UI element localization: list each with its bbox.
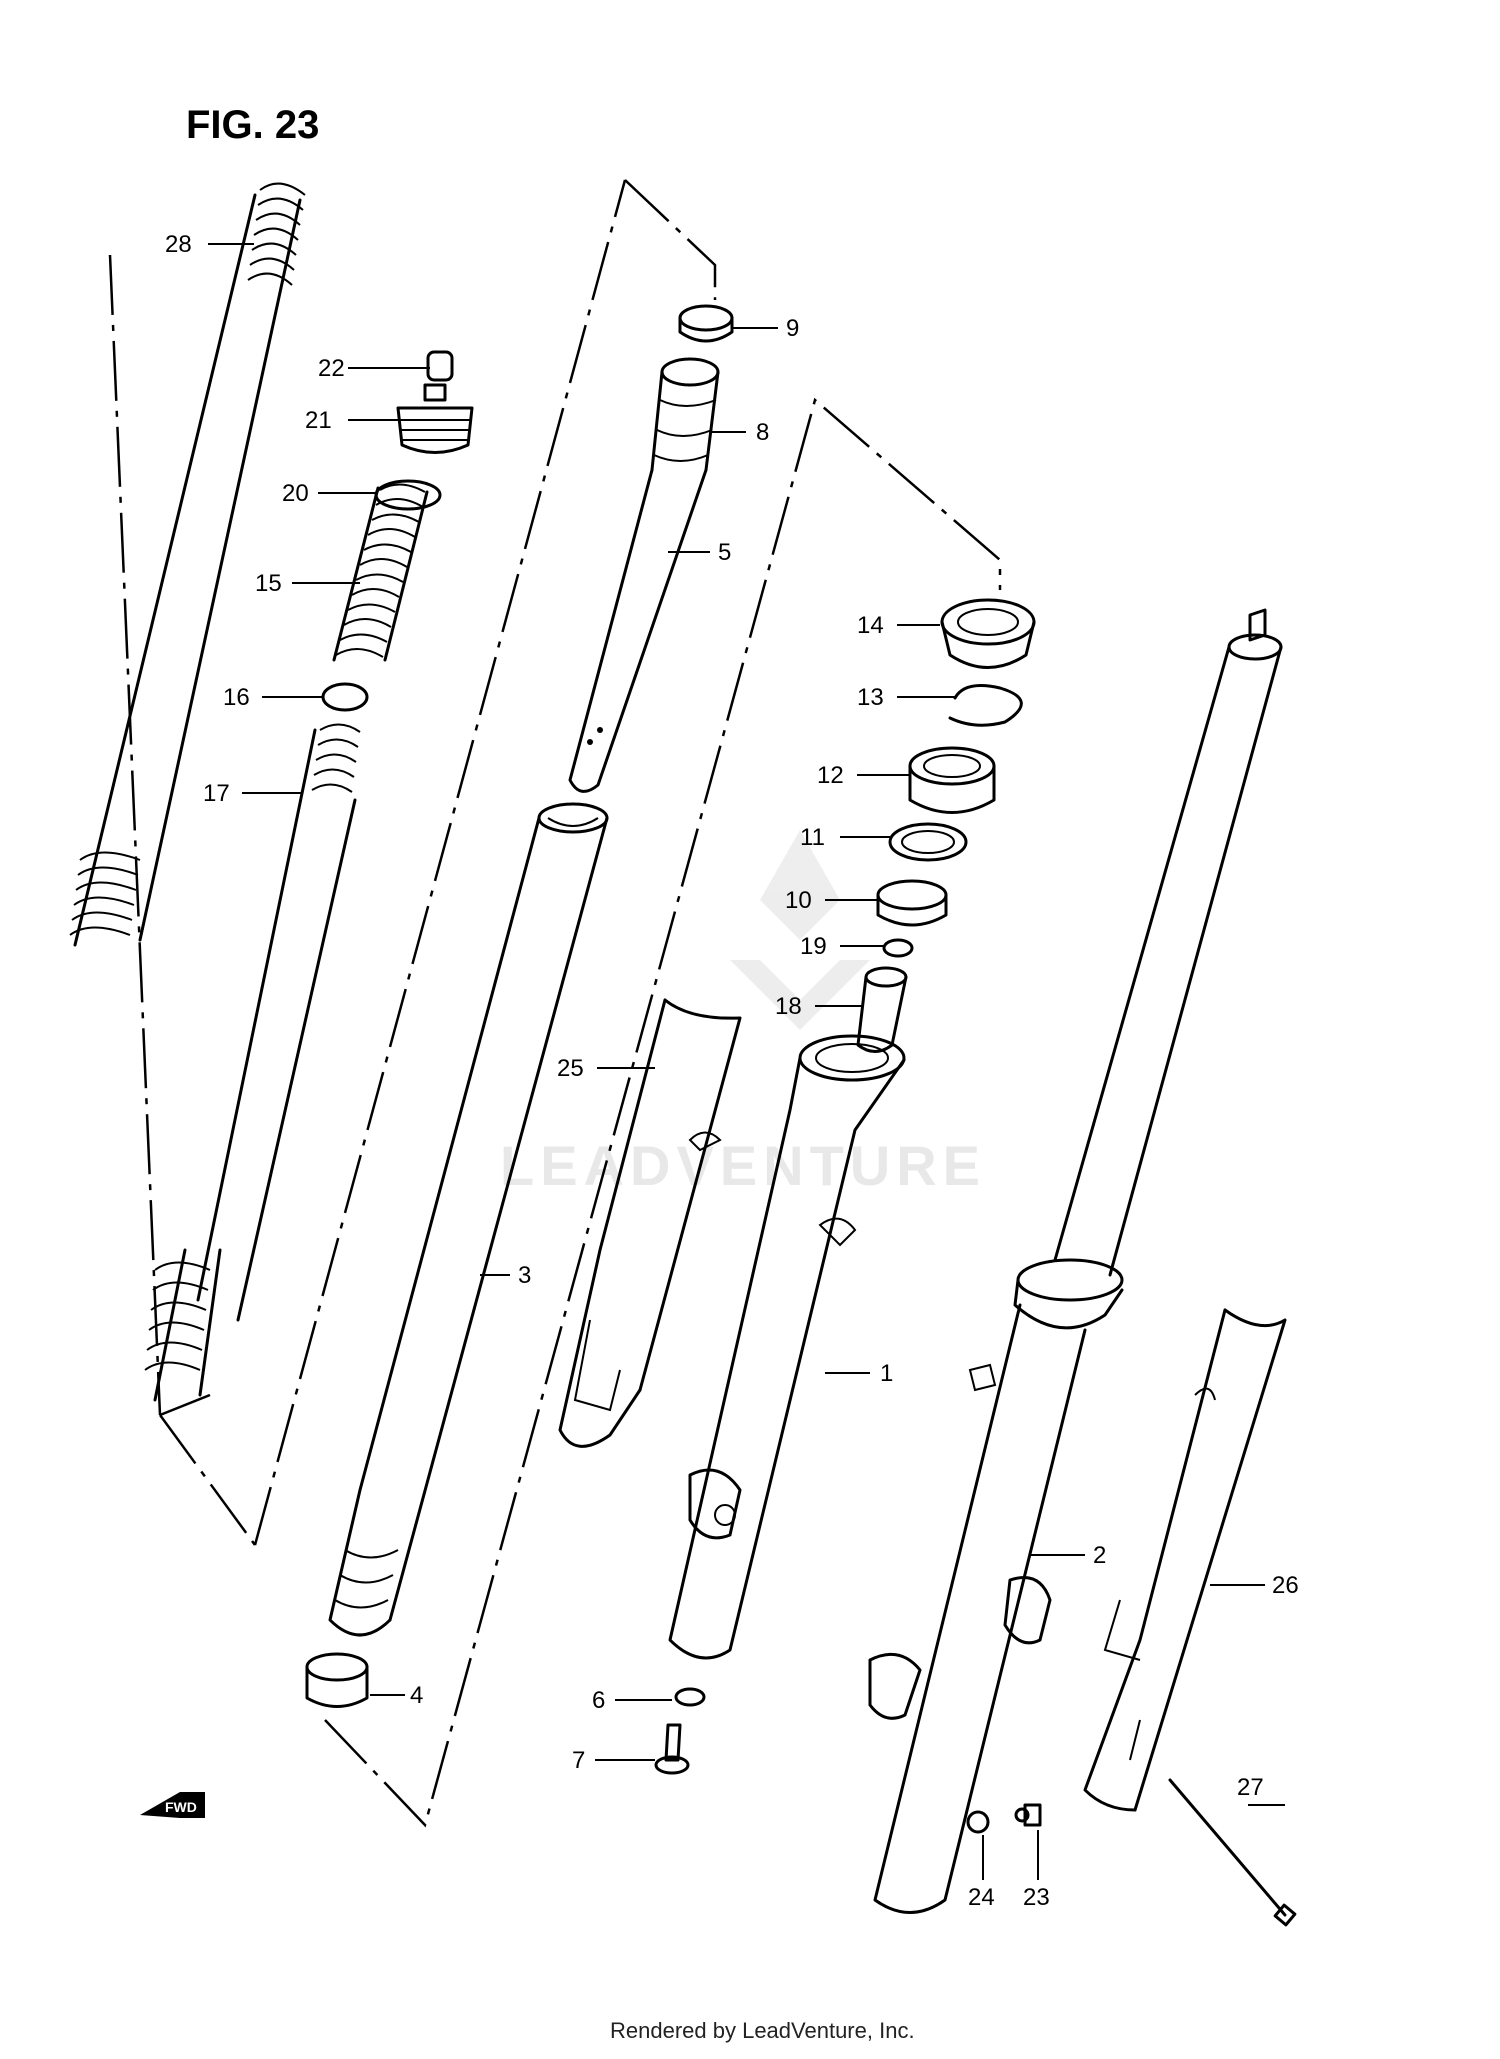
callout-9: 9: [786, 315, 799, 342]
callout-25: 25: [557, 1055, 584, 1082]
part-7-bolt: [654, 1723, 690, 1775]
fwd-badge-label: FWD: [165, 1799, 197, 1815]
callout-labels: 28 22 21 20 15 16 17 9 8 5 14 13 12 11 1…: [165, 231, 1299, 1911]
watermark: LEADVENTURE: [500, 830, 986, 1197]
callout-12: 12: [817, 762, 844, 789]
figure-title: FIG. 23: [186, 103, 319, 147]
part-16-washer: [321, 682, 369, 712]
callout-1: 1: [880, 1360, 893, 1387]
callout-24: 24: [968, 1884, 995, 1911]
callout-11: 11: [800, 824, 825, 851]
part-10-guide-bushing: [876, 879, 948, 927]
watermark-text: LEADVENTURE: [500, 1134, 986, 1197]
part-14-dust-seal: [940, 598, 1036, 669]
callout-15: 15: [255, 570, 282, 597]
part-21-top-bolt: [396, 383, 474, 454]
callout-6: 6: [592, 1687, 605, 1714]
part-5-damper-rod: [568, 468, 708, 793]
callout-21: 21: [305, 407, 332, 434]
callout-2: 2: [1093, 1542, 1106, 1569]
part-3-inner-tube: [328, 802, 609, 1637]
callout-16: 16: [223, 684, 250, 711]
part-23-bleed-screw: [1014, 1803, 1042, 1827]
part-26-fork-guard: [1083, 1308, 1287, 1812]
fwd-direction-badge: FWD: [140, 1792, 205, 1818]
part-11-washer: [888, 822, 968, 862]
callout-8: 8: [756, 419, 769, 446]
callout-5: 5: [718, 539, 731, 566]
callout-7: 7: [572, 1747, 585, 1774]
callout-3: 3: [518, 1262, 531, 1289]
part-25-fork-guard: [558, 998, 742, 1448]
part-28-long-spring: [69, 182, 306, 1402]
part-9-seal: [678, 304, 734, 343]
callout-10: 10: [785, 887, 812, 914]
callout-20: 20: [282, 480, 309, 507]
callout-13: 13: [857, 684, 884, 711]
part-6-washer: [674, 1687, 706, 1707]
part-27-cable-tie: [1168, 1778, 1297, 1927]
part-17-spring-spacer: [196, 723, 361, 1322]
callout-27: 27: [1237, 1774, 1264, 1801]
part-15-spring: [332, 483, 429, 662]
assembly-outline-lines: [108, 179, 1002, 1828]
part-12-oil-seal: [908, 746, 996, 814]
part-13-circlip: [948, 684, 1023, 727]
callout-26: 26: [1272, 1572, 1299, 1599]
callout-18: 18: [775, 993, 802, 1020]
callout-leaders: [208, 243, 1285, 1880]
callout-28: 28: [165, 231, 192, 258]
part-4-bushing: [305, 1652, 369, 1708]
part-19-o-ring: [882, 938, 914, 958]
callout-17: 17: [203, 780, 230, 807]
callout-14: 14: [857, 612, 884, 639]
part-24-washer: [966, 1810, 990, 1834]
callout-22: 22: [318, 355, 345, 382]
callout-4: 4: [410, 1682, 423, 1709]
footer-credit: Rendered by LeadVenture, Inc.: [610, 2018, 915, 2043]
callout-23: 23: [1023, 1884, 1050, 1911]
part-1-outer-tube: [668, 1034, 906, 1660]
part-2-fork-tube-assembly: [868, 608, 1283, 1914]
part-8-damper-piston: [650, 357, 720, 472]
part-22-cap: [426, 350, 454, 382]
callout-19: 19: [800, 933, 827, 960]
